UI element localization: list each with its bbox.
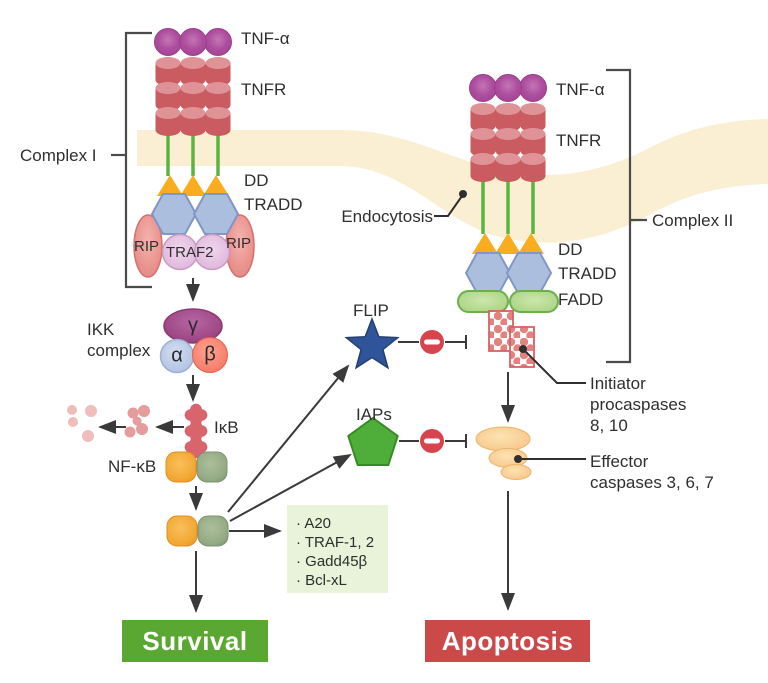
ikk-alpha-label: α	[171, 344, 183, 367]
complex1-bracket	[111, 31, 152, 289]
survival-label: Survival	[142, 625, 248, 656]
complex2-bracket	[606, 68, 647, 364]
initiator-label-line2: procaspases	[590, 395, 687, 414]
rip-label-right: RIP	[226, 235, 252, 252]
survival-outcome-box: Survival	[122, 620, 268, 662]
tnfr-label-right: TNFR	[556, 131, 602, 150]
nfkb-dimer-nuclear	[166, 515, 229, 547]
dd-triangles-right	[472, 233, 544, 254]
tnf-alpha-trimer-right	[469, 74, 547, 102]
tnf-alpha-trimer-left	[154, 28, 232, 56]
ikb-degrading-dots	[124, 405, 150, 438]
iaps-label: IAPs	[356, 405, 392, 424]
fadd-label: FADD	[558, 290, 604, 309]
tnfr-stalks-right	[481, 180, 535, 234]
effector-label-line1: Effector	[590, 452, 649, 471]
effector-pointer	[514, 455, 586, 463]
flip-label: FLIP	[353, 301, 389, 320]
dd-label-left: DD	[244, 171, 269, 190]
effector-caspases-shapes	[475, 426, 532, 480]
tradd-hexagons-right	[464, 252, 553, 294]
flip-inhibition	[398, 330, 467, 354]
effector-caspases-label: Effector caspases 3, 6, 7	[590, 451, 714, 493]
ikk-label-line2: complex	[87, 341, 151, 360]
ikb-cluster	[184, 403, 208, 459]
initiator-pointer	[519, 345, 586, 384]
fadd-pair	[457, 290, 559, 313]
ikk-beta-label: β	[204, 343, 216, 366]
initiator-label-line1: Initiator	[590, 374, 646, 393]
tnfr-label-left: TNFR	[241, 80, 287, 99]
initiator-label-line3: 8, 10	[590, 416, 628, 435]
traf2-label: TRAF2	[166, 244, 214, 261]
tradd-label-right: TRADD	[558, 264, 617, 283]
iaps-pentagon	[347, 416, 399, 466]
ikk-label-line1: IKK	[87, 320, 115, 339]
ikk-beta-subunit	[192, 337, 228, 373]
complex1-label: Complex I	[20, 146, 97, 165]
rip-label-left: RIP	[134, 238, 160, 255]
iaps-inhibition	[399, 429, 467, 453]
tradd-hexagons-left	[150, 193, 240, 235]
pathway-arrows	[98, 278, 515, 613]
complex2-label: Complex II	[652, 211, 734, 230]
effector-label-line2: caspases 3, 6, 7	[590, 473, 714, 492]
gene-item: · TRAF-1, 2	[296, 534, 375, 551]
gene-item: · Bcl-xL	[296, 572, 347, 589]
ikk-complex-shapes	[159, 308, 228, 374]
cell-membrane	[137, 119, 768, 243]
ikb-label: IκB	[214, 418, 239, 437]
tnfr-stack-right	[470, 103, 546, 182]
endocytosis-pointer	[434, 190, 467, 217]
arrow-nfkb-to-flip	[227, 364, 350, 513]
tnfr-stack-left	[155, 57, 231, 136]
nfkb-dimer	[165, 451, 228, 483]
tnf-alpha-label-left: TNF-α	[241, 29, 290, 48]
ikk-gamma-subunit	[163, 308, 223, 344]
target-genes-box: · A20 · TRAF-1, 2 · Gadd45β · Bcl-xL	[287, 505, 388, 593]
ikk-gamma-label: γ	[188, 314, 198, 337]
arrow-nfkb-to-iaps	[229, 454, 352, 522]
apoptosis-label: Apoptosis	[441, 625, 574, 656]
initiator-procaspases-shapes	[488, 310, 535, 368]
dd-triangles-left	[157, 175, 229, 196]
apoptosis-outcome-box: Apoptosis	[425, 620, 590, 662]
flip-star	[344, 316, 400, 370]
rip-ovals	[133, 214, 255, 278]
traf2-pair	[161, 233, 231, 271]
dd-label-right: DD	[558, 240, 583, 259]
initiator-procaspases-label: Initiator procaspases 8, 10	[590, 373, 686, 436]
ikb-degraded-dots	[67, 405, 97, 442]
nfkb-label: NF-κB	[108, 457, 157, 476]
gene-item: · Gadd45β	[296, 553, 368, 570]
endocytosis-label: Endocytosis	[341, 207, 433, 226]
gene-item: · A20	[296, 515, 332, 532]
tnfr-stalks-left	[166, 133, 220, 176]
tnf-alpha-label-right: TNF-α	[556, 80, 605, 99]
tradd-label-left: TRADD	[244, 195, 303, 214]
